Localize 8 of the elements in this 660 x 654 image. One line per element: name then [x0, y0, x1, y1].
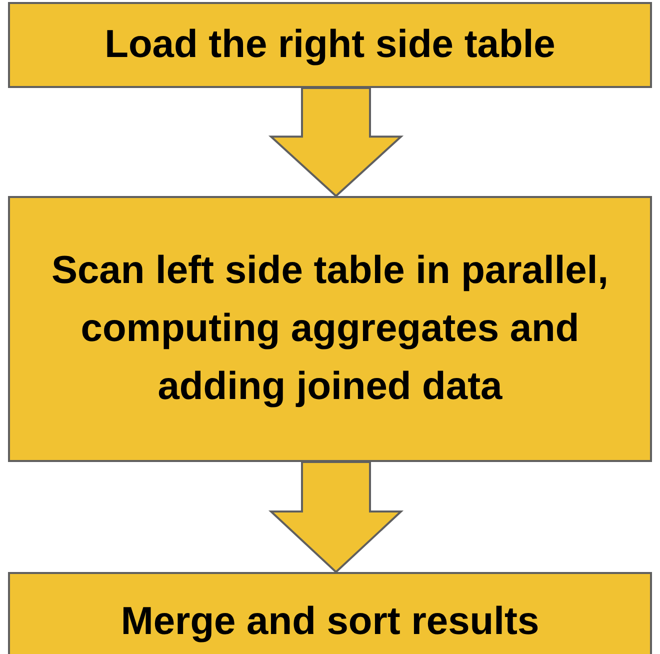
block-arrow: [268, 87, 404, 198]
block-arrow: [268, 461, 404, 574]
box-text: Scan left side table in parallel, computing aggregates and adding joined data: [50, 248, 610, 410]
box-text: Merge and sort results: [120, 599, 540, 645]
box-text: Load the right side table: [104, 22, 556, 68]
process-box: [8, 2, 652, 88]
process-box: [8, 572, 652, 654]
process-box: [8, 196, 652, 462]
